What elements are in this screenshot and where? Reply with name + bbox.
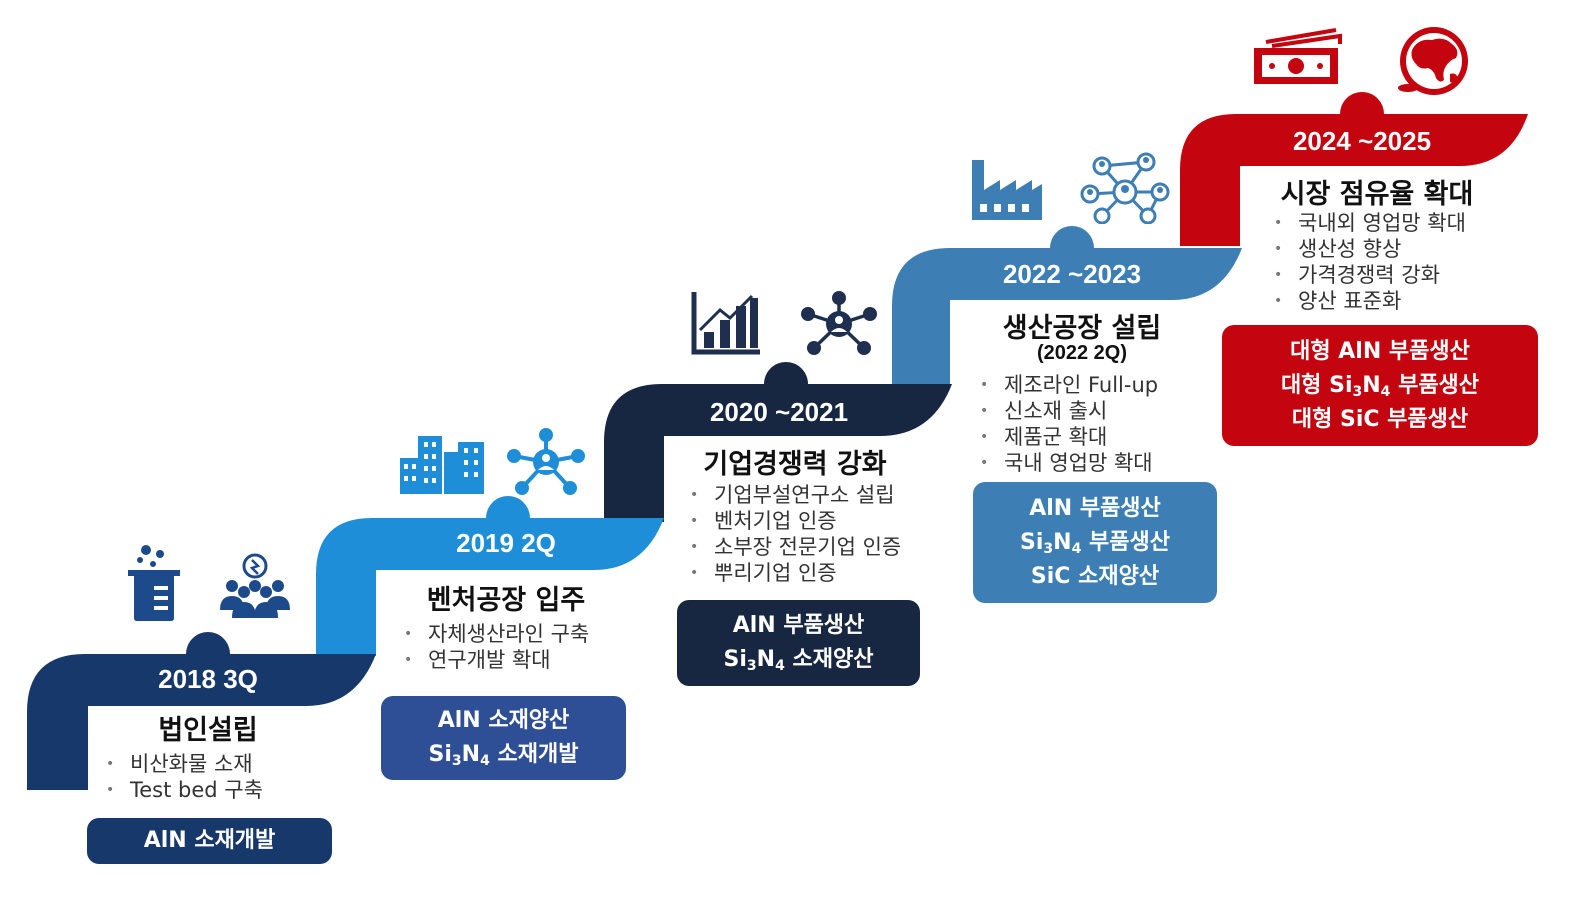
stage5-title: 시장 점유율 확대 xyxy=(1280,179,1474,210)
list-item: 신소재 출시 xyxy=(978,398,1158,424)
list-item: 기업부설연구소 설립 xyxy=(688,482,901,508)
stage3-year: 2020 ~2021 xyxy=(709,397,849,427)
list-item: 양산 표준화 xyxy=(1272,288,1466,314)
product-line: AlN 부품생산 xyxy=(732,613,865,638)
product-line: SiC 소재양산 xyxy=(1030,563,1160,589)
factory-icon xyxy=(972,160,1042,220)
list-item: 제품군 확대 xyxy=(978,424,1158,450)
list-item: Test bed 구축 xyxy=(104,777,263,803)
product-line: Si3N4 소재양산 xyxy=(723,647,874,674)
stage1-band xyxy=(27,654,376,790)
stage4-year: 2022 ~2023 xyxy=(1002,259,1142,289)
product-line: AlN 소재양산 xyxy=(437,708,570,733)
stage4-subtitle: (2022 2Q) xyxy=(1036,342,1128,364)
list-item: 가격경쟁력 강화 xyxy=(1272,262,1466,288)
product-line: Si3N4 부품생산 xyxy=(1020,529,1170,557)
list-item: 연구개발 확대 xyxy=(402,647,589,673)
stage3-bullet-list: 기업부설연구소 설립 벤처기업 인증 소부장 전문기업 인증 뿌리기업 인증 xyxy=(688,482,901,586)
product-line: 대형 SiC 부품생산 xyxy=(1291,406,1469,432)
stage4-bullet-list: 제조라인 Full-up 신소재 출시 제품군 확대 국내 영업망 확대 xyxy=(978,372,1158,476)
stage3-product-box: AlN 부품생산 Si3N4 소재양산 xyxy=(677,600,920,686)
list-item: 국내 영업망 확대 xyxy=(978,450,1158,476)
stage2-bullet-list: 자체생산라인 구축 연구개발 확대 xyxy=(402,621,589,673)
stage1-bullet-list: 비산화물 소재 Test bed 구축 xyxy=(104,751,263,803)
product-line: AlN 부품생산 xyxy=(1029,495,1161,521)
product-line: 대형 AlN 부품생산 xyxy=(1290,338,1470,364)
globe-icon xyxy=(1398,27,1468,95)
stage3-title: 기업경쟁력 강화 xyxy=(703,449,887,480)
stage5-knob xyxy=(1340,92,1384,136)
list-item: 생산성 향상 xyxy=(1272,236,1466,262)
stage2-product-box: AlN 소재양산 Si3N4 소재개발 xyxy=(381,696,626,780)
stage1-product-box: AlN 소재개발 xyxy=(87,818,332,864)
list-item: 뿌리기업 인증 xyxy=(688,560,901,586)
money-icon xyxy=(1254,28,1342,84)
stage2-title: 벤처공장 입주 xyxy=(426,585,586,616)
list-item: 벤처기업 인증 xyxy=(688,508,901,534)
product-line: 대형 Si3N4 부품생산 xyxy=(1280,372,1480,400)
stage4-band xyxy=(892,248,1242,384)
product-line: AlN 소재개발 xyxy=(143,828,276,853)
list-item: 비산화물 소재 xyxy=(104,751,263,777)
stage2-band xyxy=(316,518,664,656)
list-item: 자체생산라인 구축 xyxy=(402,621,589,647)
stage5-bullet-list: 국내외 영업망 확대 생산성 향상 가격경쟁력 강화 양산 표준화 xyxy=(1272,210,1466,314)
stage1-year: 2018 3Q xyxy=(158,664,258,694)
stage1-title: 법인설립 xyxy=(158,715,258,746)
beaker-icon xyxy=(128,545,180,621)
network-icon xyxy=(507,428,585,495)
stage5-band xyxy=(1180,114,1528,246)
stage4-title: 생산공장 설립 xyxy=(1002,313,1162,344)
buildings-icon xyxy=(400,436,484,494)
stage1-knob xyxy=(186,632,230,676)
stage3-knob xyxy=(764,362,808,406)
list-item: 소부장 전문기업 인증 xyxy=(688,534,901,560)
team-idea-icon xyxy=(220,553,290,618)
list-item: 제조라인 Full-up xyxy=(978,372,1158,398)
list-item: 국내외 영업망 확대 xyxy=(1272,210,1466,236)
stage4-knob xyxy=(1050,226,1094,270)
stage5-product-box: 대형 AlN 부품생산 대형 Si3N4 부품생산 대형 SiC 부품생산 xyxy=(1222,325,1538,446)
stage2-year: 2019 2Q xyxy=(456,528,556,558)
stage4-product-box: AlN 부품생산 Si3N4 부품생산 SiC 소재양산 xyxy=(973,482,1217,603)
stage2-knob xyxy=(486,496,530,540)
connections-icon xyxy=(1080,152,1170,224)
people-network-icon xyxy=(801,291,877,355)
growth-chart-icon xyxy=(691,292,760,355)
product-line: Si3N4 소재개발 xyxy=(428,742,579,769)
stage3-band xyxy=(604,384,952,522)
stage5-year: 2024 ~2025 xyxy=(1292,126,1432,156)
